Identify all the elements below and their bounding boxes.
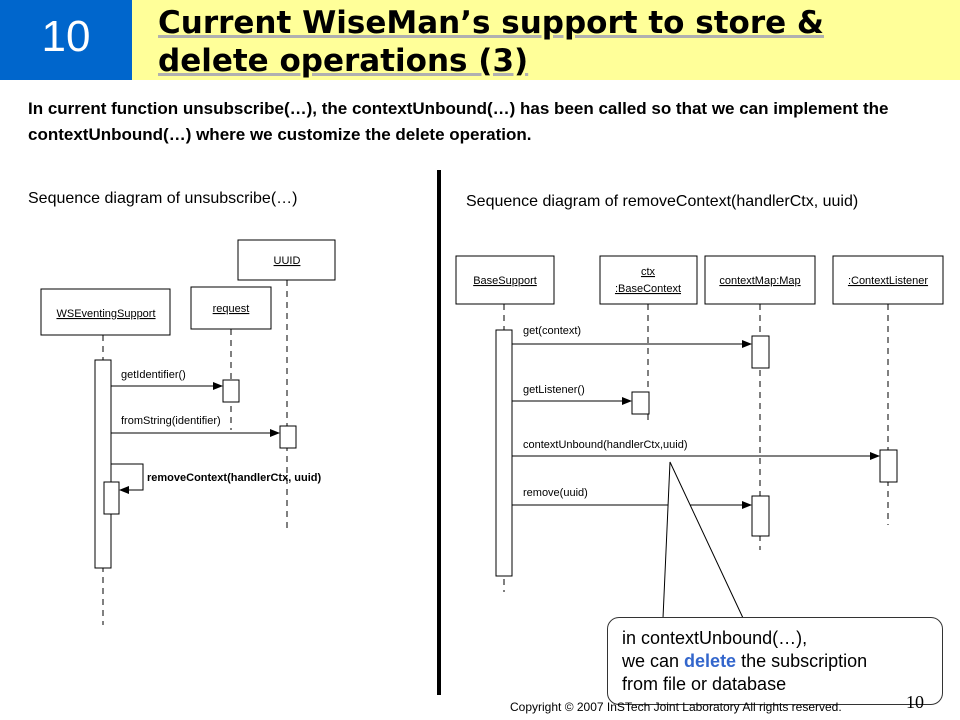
left-diagram-title: Sequence diagram of unsubscribe(…): [28, 190, 298, 207]
intro-text: In current function unsubscribe(…), the …: [28, 99, 889, 144]
left-message-getidentifier: getIdentifier(): [111, 369, 223, 390]
right-diagram-title: Sequence diagram of removeContext(handle…: [466, 193, 859, 210]
message-label-contextunbound: contextUnbound(handlerCtx,uuid): [523, 439, 688, 451]
object-label-wseventing: WSEventingSupport: [56, 308, 155, 320]
callout-line-2-start: we can: [622, 651, 685, 671]
left-lifeline-wseventing: WSEventingSupport: [40, 288, 171, 625]
callout-pointer: [662, 461, 744, 619]
right-message-contextunbound: contextUnbound(handlerCtx,uuid): [512, 439, 880, 460]
title-band: [132, 0, 960, 80]
callout-box: in contextUnbound(…), we can delete the …: [607, 617, 943, 705]
object-label-basecontext: :BaseContext: [615, 283, 681, 295]
object-label-listener: :ContextListener: [848, 275, 928, 287]
object-label-request: request: [213, 303, 250, 315]
right-lifeline-listener: :ContextListener: [832, 255, 944, 525]
slide-number: 10: [41, 12, 91, 61]
slide-number-box: 10: [0, 0, 132, 80]
footer-page-number: 10: [906, 692, 924, 712]
message-label-removecontext: removeContext(handlerCtx, uuid): [147, 472, 322, 484]
callout-line-3: from file or database: [622, 674, 787, 694]
right-message-remove: remove(uuid): [512, 487, 752, 509]
diagram-divider: [437, 170, 441, 695]
callout-line-1: in contextUnbound(…),: [622, 628, 808, 648]
right-lifeline-ctx: ctx :BaseContext: [599, 255, 698, 425]
footer-copyright: Copyright © 2007 InSTech Joint Laborator…: [510, 700, 842, 714]
right-message-getlistener: getListener(): [512, 384, 632, 405]
message-label-fromstring: fromString(identifier): [121, 415, 221, 427]
right-lifeline-basesupport: BaseSupport: [455, 255, 555, 592]
callout-line-2: we can delete the subscription: [622, 650, 928, 673]
message-label-getidentifier: getIdentifier(): [121, 369, 186, 381]
object-label-basesupport: BaseSupport: [473, 275, 537, 287]
callout-line-2-end: the subscription: [736, 651, 868, 671]
message-label-get: get(context): [523, 325, 581, 337]
message-label-getlistener: getListener(): [523, 384, 585, 396]
left-lifeline-uuid: UUID: [237, 239, 336, 530]
object-label-uuid: UUID: [274, 255, 301, 267]
left-message-fromstring: fromString(identifier): [111, 415, 280, 437]
left-lifeline-request: request: [190, 286, 272, 430]
message-label-remove: remove(uuid): [523, 487, 588, 499]
left-message-removecontext: removeContext(handlerCtx, uuid): [111, 463, 322, 494]
object-label-contextmap: contextMap:Map: [719, 275, 800, 287]
right-lifeline-contextmap: contextMap:Map: [704, 255, 816, 550]
object-label-ctx: ctx: [641, 266, 656, 278]
right-message-get: get(context): [512, 325, 752, 348]
callout-highlight: delete: [684, 651, 737, 671]
slide-title: Current WiseMan’s support to store & del…: [158, 5, 824, 79]
